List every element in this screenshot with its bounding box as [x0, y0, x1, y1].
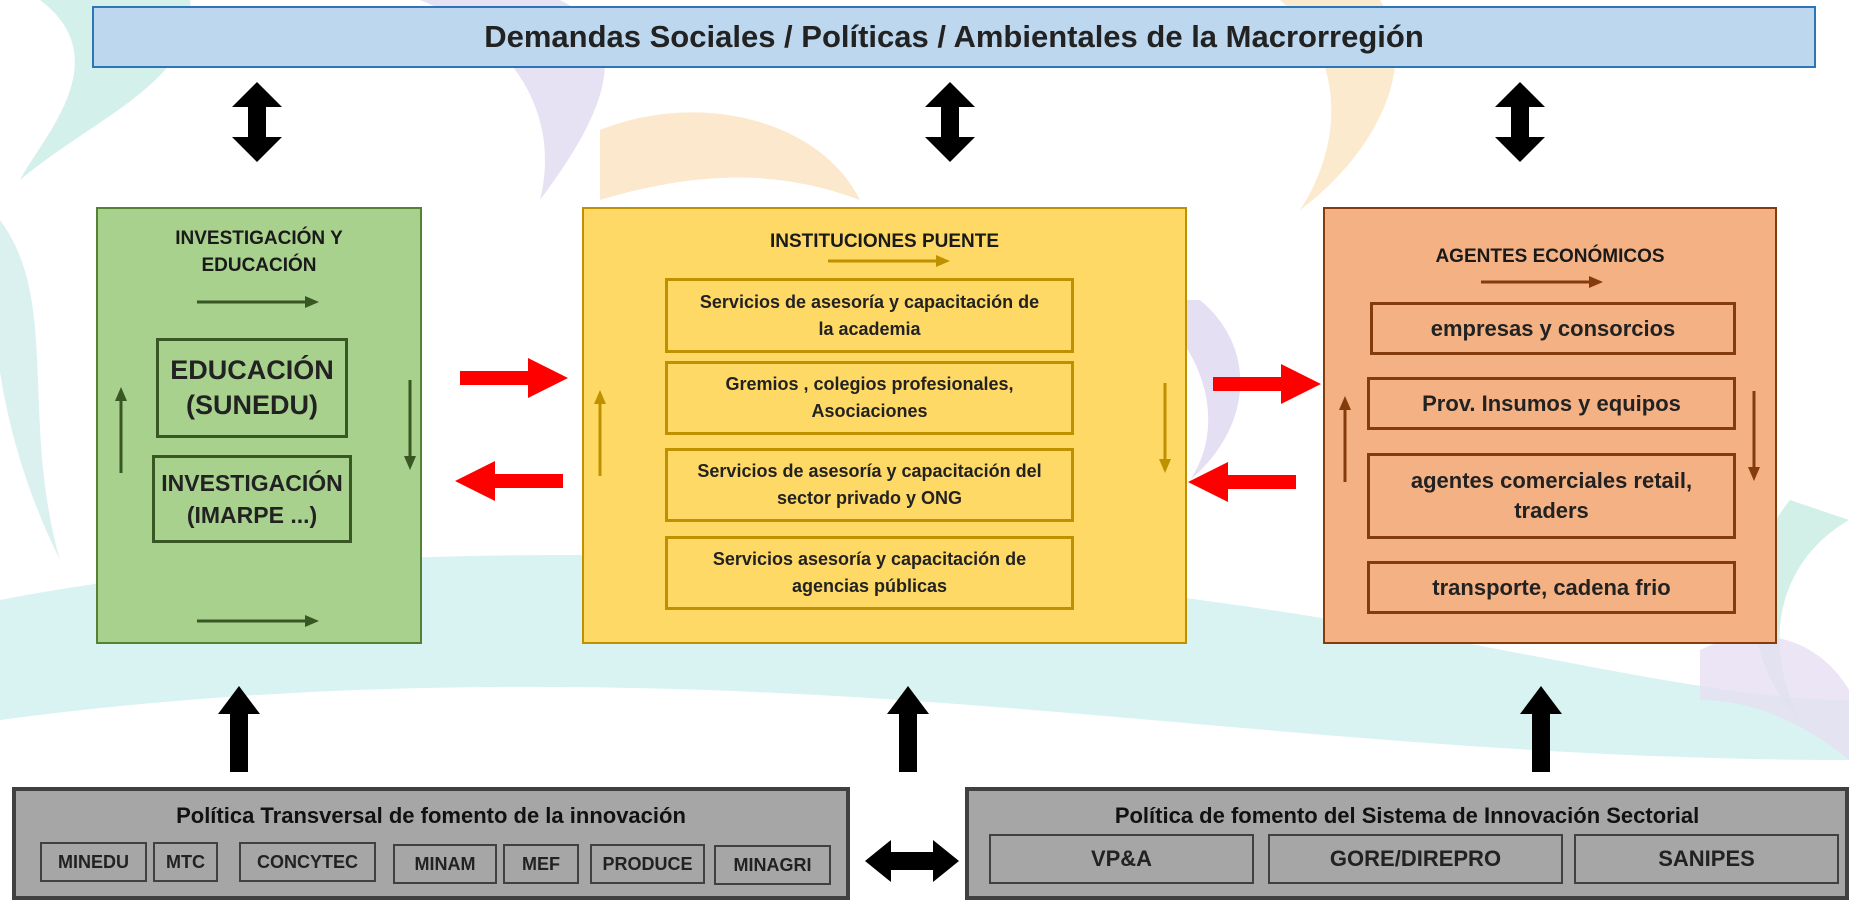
economic-item-transport: transporte, cadena frio [1367, 561, 1736, 614]
bridge-institutions-panel: INSTITUCIONES PUENTE Servicios de asesor… [582, 207, 1187, 644]
arrow-up-icon [115, 387, 127, 473]
economic-item-label: Prov. Insumos y equipos [1422, 390, 1681, 416]
double-arrow-horizontal-icon [865, 840, 959, 882]
bridge-item-gremios: Gremios , colegios profesionales, Asocia… [665, 361, 1074, 435]
tag-mtc: MTC [153, 842, 218, 882]
bridge-item-line1: Servicios de asesoría y capacitación de [699, 291, 1040, 312]
arrow-right-icon [197, 296, 319, 308]
arrow-down-icon [1748, 391, 1760, 481]
bridge-item-line1: Gremios , colegios profesionales, [725, 374, 1014, 394]
bridge-item-private-sector: Servicios de asesoría y capacitación del… [665, 448, 1074, 522]
bridge-panel-title: INSTITUCIONES PUENTE [769, 231, 1000, 252]
tag-sanipes: SANIPES [1574, 834, 1839, 884]
research-panel-title: INVESTIGACIÓN Y EDUCACIÓN [98, 225, 420, 279]
sectoral-policy-title: Política de fomento del Sistema de Innov… [1114, 803, 1700, 828]
arrow-right-icon [1481, 276, 1603, 288]
research-panel-title-line2: EDUCACIÓN [201, 255, 317, 276]
arrow-up-icon [1339, 396, 1351, 482]
education-box: EDUCACIÓN (SUNEDU) [156, 338, 348, 438]
arrow-up-thick-icon [218, 686, 260, 772]
sectoral-policy-box: Política de fomento del Sistema de Innov… [965, 787, 1849, 900]
arrow-right-icon [197, 615, 319, 627]
bridge-item-line1: Servicios de asesoría y capacitación del [697, 461, 1042, 481]
arrow-down-icon [404, 380, 416, 470]
bridge-item-line2: agencias públicas [791, 576, 948, 596]
research-box-line1: INVESTIGACIÓN [161, 470, 343, 496]
double-arrow-vertical-icon [925, 82, 975, 162]
red-arrow-left-icon [455, 461, 563, 501]
research-panel-title-line1: INVESTIGACIÓN Y [175, 228, 343, 249]
bridge-item-line2: Asociaciones [811, 401, 928, 421]
tag-minagri: MINAGRI [714, 845, 831, 885]
tag-gore-direpro: GORE/DIREPRO [1268, 834, 1563, 884]
education-box-line1: EDUCACIÓN [170, 355, 334, 385]
research-education-panel: INVESTIGACIÓN Y EDUCACIÓN EDUCACIÓN (SUN… [96, 207, 422, 644]
economic-item-suppliers: Prov. Insumos y equipos [1367, 377, 1736, 430]
transversal-policy-box: Política Transversal de fomento de la in… [12, 787, 850, 900]
tag-mef: MEF [503, 844, 579, 884]
tag-produce: PRODUCE [590, 844, 705, 884]
economic-item-label: transporte, cadena frio [1432, 574, 1671, 600]
banner-title: Demandas Sociales / Políticas / Ambienta… [484, 19, 1424, 54]
red-arrow-left-icon [1188, 462, 1296, 502]
economic-panel-title: AGENTES ECONÓMICOS [1435, 246, 1665, 267]
tag-minedu: MINEDU [40, 842, 147, 882]
top-banner: Demandas Sociales / Políticas / Ambienta… [92, 6, 1816, 68]
double-arrow-vertical-icon [1495, 82, 1545, 162]
bridge-item-academia: Servicios de asesoría y capacitación de … [665, 278, 1074, 353]
arrow-up-icon [594, 390, 606, 476]
economic-item-retail: agentes comerciales retail, traders [1367, 453, 1736, 539]
bridge-item-line2: la academia [818, 318, 921, 339]
economic-agents-panel: AGENTES ECONÓMICOS empresas y consorcios… [1323, 207, 1777, 644]
bridge-item-line2: sector privado y ONG [776, 488, 963, 508]
transversal-policy-title: Política Transversal de fomento de la in… [176, 803, 686, 828]
research-box: INVESTIGACIÓN (IMARPE ...) [152, 455, 352, 543]
economic-item-label: empresas y consorcios [1430, 315, 1676, 341]
economic-item-label-line1: agentes comerciales retail, [1410, 468, 1693, 493]
economic-item-companies: empresas y consorcios [1370, 302, 1736, 355]
arrow-up-thick-icon [887, 686, 929, 772]
education-box-line2: (SUNEDU) [186, 390, 318, 420]
bridge-item-public-agencies: Servicios asesoría y capacitación de age… [665, 536, 1074, 610]
tag-concytec: CONCYTEC [239, 842, 376, 882]
red-arrow-right-icon [460, 358, 568, 398]
red-arrow-right-icon [1213, 364, 1321, 404]
tag-minam: MINAM [393, 844, 497, 884]
bridge-item-line1: Servicios asesoría y capacitación de [712, 549, 1027, 569]
arrow-right-icon [828, 255, 950, 267]
research-box-line2: (IMARPE ...) [186, 502, 318, 528]
arrow-down-icon [1159, 383, 1171, 473]
tag-vpa: VP&A [989, 834, 1254, 884]
economic-item-label-line2: traders [1514, 498, 1589, 523]
arrow-up-thick-icon [1520, 686, 1562, 772]
double-arrow-vertical-icon [232, 82, 282, 162]
